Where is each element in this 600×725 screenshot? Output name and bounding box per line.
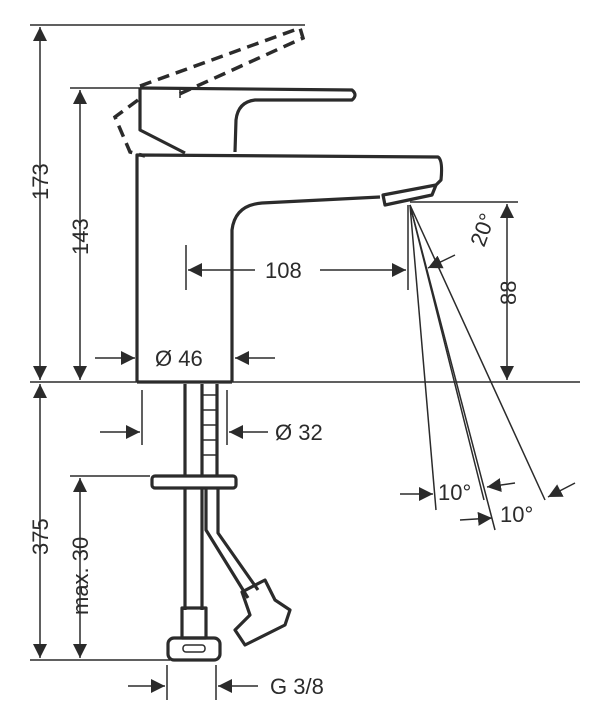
dimension-lines (33, 27, 576, 693)
dim-angle-10b: 10° (500, 502, 533, 527)
dim-angle-20: 20° (465, 210, 500, 250)
dim-88: 88 (496, 281, 521, 305)
dim-angle-10a: 10° (438, 480, 471, 505)
dim-173: 173 (28, 163, 53, 200)
dim-diameter-46: Ø 46 (155, 346, 203, 371)
dim-143: 143 (68, 218, 93, 255)
faucet-outline (112, 25, 444, 662)
dim-108: 108 (265, 258, 302, 283)
dim-375: 375 (28, 518, 53, 555)
dim-g-3-8: G 3/8 (270, 674, 324, 699)
dim-max-30: max. 30 (68, 537, 93, 615)
dim-diameter-32: Ø 32 (275, 420, 323, 445)
extension-lines (30, 24, 580, 700)
